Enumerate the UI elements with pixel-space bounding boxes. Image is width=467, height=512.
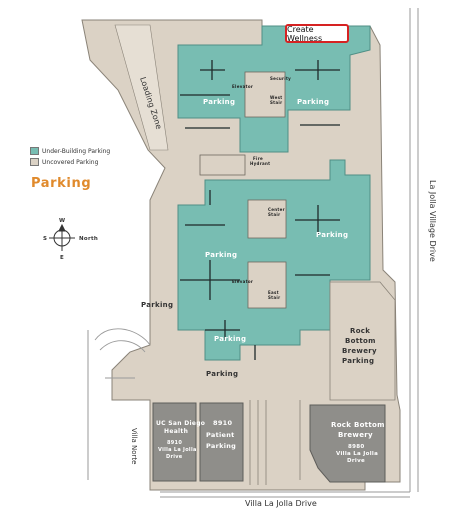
parking-label-mw: Parking <box>205 251 237 259</box>
brewery-line4: Villa La Jolla <box>336 451 378 457</box>
callout-label: Create Wellness <box>287 24 323 43</box>
west-road-curve <box>94 328 151 379</box>
compass-north-label: North <box>79 236 98 242</box>
ucsd-line2: Health <box>164 428 188 435</box>
ucsd-line1: UC San Diego <box>156 420 205 427</box>
center-stair-line2: Stair <box>268 212 280 217</box>
street-villa-la-jolla-drive: Villa La Jolla Drive <box>245 499 317 508</box>
security-label: Security <box>270 76 291 81</box>
legend-uncovered: Uncovered Parking <box>30 158 98 166</box>
street-villa-norte: Villa Norte <box>130 428 138 464</box>
compass-west-label: W <box>59 218 65 224</box>
ucsd-line4: Villa La Jolla <box>158 447 197 453</box>
building-patient-parking <box>199 402 244 482</box>
compass-south-label: S <box>43 236 47 242</box>
legend-swatch-beige <box>30 158 39 166</box>
parking-label-lw: Parking <box>214 335 246 343</box>
rb-parking-line1: Rock <box>350 327 370 335</box>
brewery-line5: Drive <box>347 458 365 464</box>
brewery-line2: Brewery <box>338 431 373 439</box>
entrance-drive <box>249 400 301 485</box>
parking-label-ne: Parking <box>297 98 329 106</box>
elevator-mid-label: Elevator <box>232 279 253 284</box>
east-stair-line1: East <box>268 290 279 295</box>
ucsd-line3: 8910 <box>167 440 182 446</box>
fire-hydrant-line1: Fire <box>253 156 263 161</box>
legend-label-uncovered: Uncovered Parking <box>42 158 99 166</box>
east-stair-line2: Stair <box>268 295 280 300</box>
rock-bottom-parking-lot <box>329 281 396 401</box>
rb-parking-line2: Bottom <box>345 337 376 345</box>
compass-east-label: E <box>60 255 64 261</box>
compass-icon <box>49 223 75 251</box>
legend-swatch-teal <box>30 147 39 155</box>
ucsd-line5: Drive <box>166 454 183 460</box>
street-la-jolla-village-drive: La Jolla Village Drive <box>428 180 437 262</box>
parking-label-left: Parking <box>141 301 173 309</box>
patient-line1: 8910 <box>213 419 232 427</box>
elevator-top-label: Elevator <box>232 84 253 89</box>
street-lines <box>87 8 419 498</box>
legend-under-building: Under-Building Parking <box>30 147 110 155</box>
loading-strip <box>114 24 169 151</box>
rb-parking-line3: Brewery <box>342 347 377 355</box>
building-ucsd-health <box>152 402 197 482</box>
brewery-line3: 8980 <box>348 444 365 450</box>
under-building-parking-south <box>177 159 371 361</box>
west-stair-line1: West <box>270 95 282 100</box>
parking-label-nw: Parking <box>203 98 235 106</box>
legend-label-under-building: Under-Building Parking <box>42 147 111 155</box>
core-rooms <box>199 71 287 309</box>
west-stair-line2: Stair <box>270 100 282 105</box>
brewery-line1: Rock Bottom <box>331 421 385 429</box>
create-wellness-callout[interactable]: Create Wellness <box>285 24 349 43</box>
patient-line2: Patient <box>206 431 235 439</box>
parking-label-me: Parking <box>316 231 348 239</box>
fire-hydrant-line2: Hydrant <box>250 161 270 166</box>
center-stair-line1: Center <box>268 207 285 212</box>
map-title: Parking <box>31 176 92 191</box>
patient-line3: Parking <box>206 442 236 450</box>
parking-label-bottom: Parking <box>206 370 238 378</box>
stall-lines <box>180 60 340 360</box>
rb-parking-line4: Parking <box>342 357 374 365</box>
building-rock-bottom-brewery <box>309 404 386 483</box>
